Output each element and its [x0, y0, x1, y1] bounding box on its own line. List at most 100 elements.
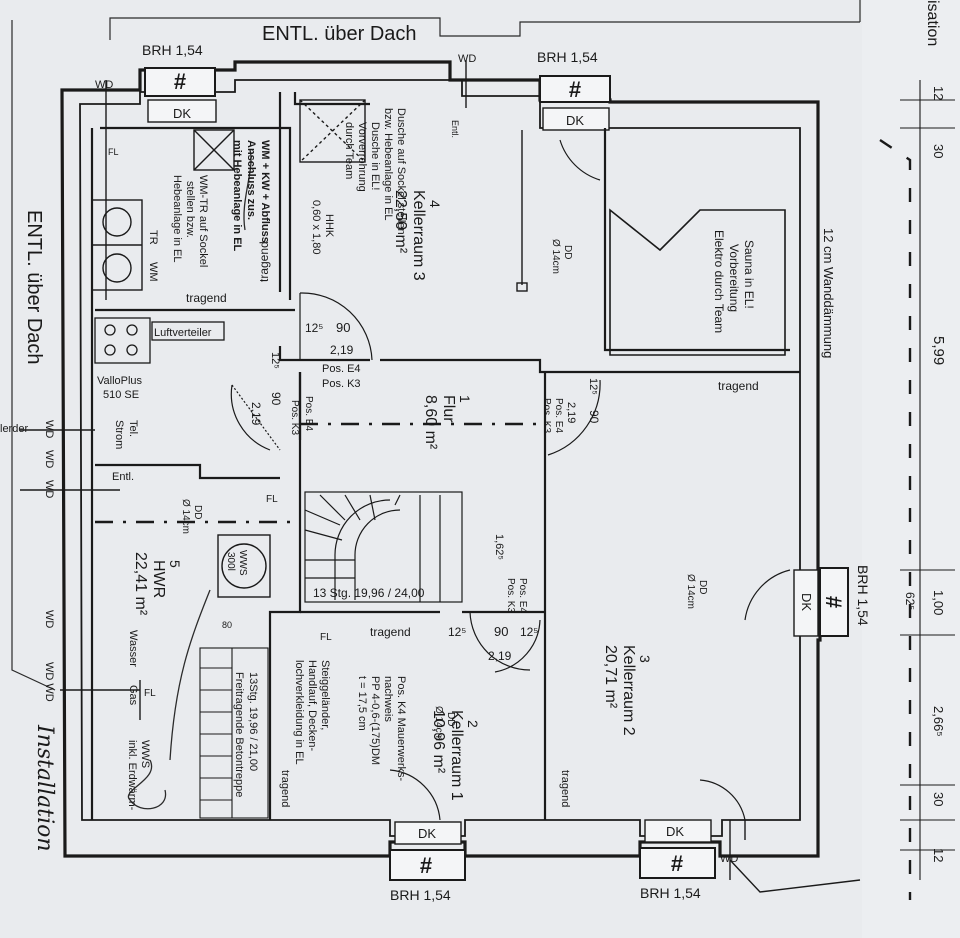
side-dim-2: 30	[931, 144, 946, 158]
room-area: 8,60 m²	[422, 395, 439, 450]
roof-label-left: ENTL. über Dach	[23, 210, 45, 365]
door-swings	[230, 139, 791, 821]
dd-size: Ø 14cm	[685, 574, 696, 609]
note-line: PP 4-0,6-(175)DM	[369, 676, 381, 765]
door3-thick: 12⁵	[587, 378, 599, 395]
note-line: Vorverrohrung	[356, 122, 368, 192]
gas-label: Gas	[127, 685, 139, 706]
door1-pos-k3: Pos. K3	[322, 378, 361, 390]
side-dim-3: 5,99	[930, 336, 947, 365]
tragend-3: tragend	[718, 379, 759, 393]
note-line: durch Team	[343, 122, 355, 179]
wd-label-4: WD	[43, 450, 55, 468]
note-line: 13Stg. 19,96 / 21,00	[247, 672, 259, 771]
dash-dot-line	[95, 422, 545, 524]
note-line: Vorbereitung	[727, 244, 741, 312]
room-area: 22,50 m²	[392, 190, 409, 254]
note-line: Dusche in EL!	[369, 122, 381, 190]
window-top-right: # DK	[539, 75, 611, 131]
side-dim-4: 1,00	[931, 590, 946, 615]
room-number: 1	[457, 395, 473, 403]
dk-label-5: DK	[666, 824, 684, 839]
stairs-main-label: 13 Stg. 19,96 / 24,00	[313, 586, 425, 600]
note-line: Pos. K4 Mauerwerks-	[395, 676, 407, 781]
dd-marker-2: DD Ø 14cm	[180, 499, 203, 534]
room-number: 3	[637, 655, 653, 663]
paper-right-strip	[862, 0, 960, 938]
valloplus-model: 510 SE	[103, 389, 139, 401]
window-hash: #	[420, 853, 432, 878]
door3-width: 90	[587, 410, 601, 424]
sauna-note: Sauna in EL! Vorbereitung Elektro durch …	[712, 230, 756, 333]
wws-tank	[217, 534, 271, 598]
wd-label-7: WD WD	[43, 662, 55, 702]
room-flur: 1 Flur 8,60 m²	[422, 395, 473, 450]
door2-thick: 12⁵	[269, 352, 281, 369]
note-line: WWS	[139, 740, 151, 768]
door2-width: 90	[269, 392, 283, 406]
door3-pos-e4: Pos. E4	[553, 398, 564, 433]
window-hash: #	[174, 69, 186, 94]
washer-dryer	[91, 199, 143, 291]
side-dim-5: 62⁵	[903, 592, 917, 610]
brh-bottom-left: BRH 1,54	[390, 887, 451, 903]
side-dim-6: 2,66⁵	[931, 706, 946, 737]
entl-2: Entl.	[112, 471, 134, 483]
note-line: lochverkleidung in EL	[293, 660, 305, 765]
wd-label-1: WD	[95, 79, 113, 91]
note-line: HHK	[323, 214, 335, 238]
main-staircase	[304, 491, 463, 603]
door1-width: 90	[336, 320, 350, 335]
window-right: # DK	[793, 567, 849, 637]
wws-volume: 300l	[225, 552, 236, 571]
room-area: 10,96 m²	[430, 710, 447, 774]
room-hwr: 5 HWR 22,41 m²	[132, 552, 183, 616]
pipes	[20, 60, 861, 893]
handwritten-lines	[127, 149, 252, 810]
note-line: Handlauf, Decken-	[306, 660, 318, 751]
door3-height: 2,19	[565, 402, 577, 423]
sauna-outline	[609, 208, 786, 356]
door4-height: 2,19	[488, 649, 512, 663]
window-top-left: # DK	[144, 67, 217, 123]
shower-box	[299, 99, 366, 163]
wm-label: WM	[147, 262, 159, 282]
tragend-4: tragend	[370, 625, 411, 639]
note-line: Dusche auf Sockel stellen	[395, 108, 407, 235]
luftverteiler-label: Luftverteiler	[154, 327, 212, 339]
window-bottom-left: # DK	[389, 821, 466, 881]
stair-rail-note: Steiggeländer, Handlauf, Decken- lochver…	[293, 660, 331, 765]
dk-label-1: DK	[173, 106, 191, 121]
note-line: bzw. Hebeanlage in EL	[382, 108, 394, 221]
dd-size: Ø 14cm	[433, 706, 444, 741]
room-number: 2	[465, 720, 481, 728]
dd-label: DD	[192, 505, 203, 519]
door4-thick-b: 12⁵	[520, 625, 538, 639]
window-hash: #	[671, 851, 683, 876]
window-hash: #	[569, 77, 581, 102]
pos-k4-note: Pos. K4 Mauerwerks- nachweis PP 4-0,6-(1…	[356, 676, 407, 781]
window-hash: #	[821, 596, 846, 608]
room-area: 22,41 m²	[132, 552, 149, 616]
right-edge-label: isation	[924, 0, 941, 46]
tragend-6: tragend	[279, 770, 291, 807]
door4-pos-e4: Pos. E4	[517, 578, 528, 613]
side-dim-7: 30	[931, 792, 946, 806]
note-line: 0,60 x 1,80	[310, 200, 322, 254]
dk-label-3: DK	[799, 593, 814, 611]
wm-kw-note: WM + KW + Abfluss Anschluss zus. mit Heb…	[231, 140, 271, 252]
room-name: Flur	[440, 395, 457, 423]
door1-height: 2,19	[330, 343, 354, 357]
wd-label-2: WD	[458, 53, 476, 65]
room-kellerraum2: 3 Kellerraum 2 20,71 m²	[602, 645, 653, 736]
room-number: 5	[167, 560, 183, 568]
stairs-side-note: 13Stg. 19,96 / 21,00 Freitragende Betont…	[233, 672, 259, 797]
note-line: inkl. Erdwärm-	[126, 740, 138, 811]
window-bottom-right: # DK	[639, 819, 716, 879]
brh-bottom-right: BRH 1,54	[640, 885, 701, 901]
note-line: mit Hebeanlage in EL	[231, 140, 243, 252]
tel-strom-note: Tel. Strom	[113, 420, 139, 449]
note-line: Steiggeländer,	[319, 660, 331, 730]
wd-label-3: WD	[43, 420, 55, 438]
